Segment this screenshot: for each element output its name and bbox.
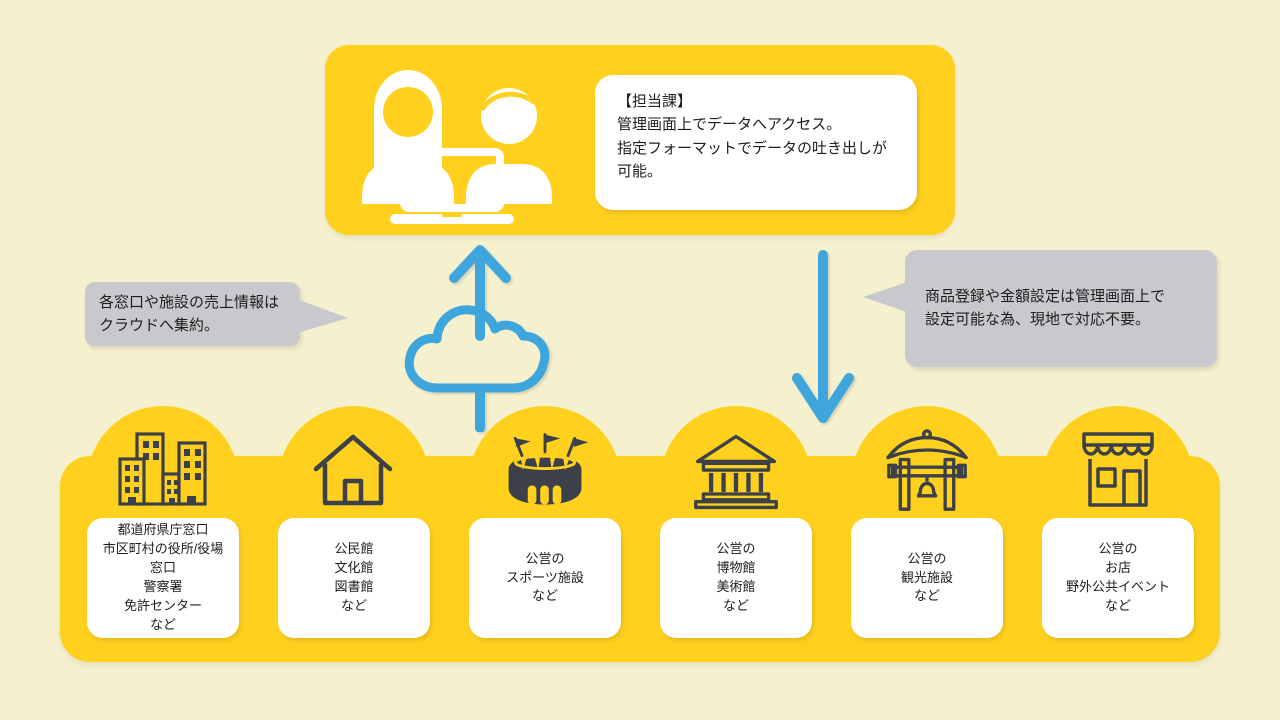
facility-card: 公営の 博物館 美術館 など <box>660 518 812 638</box>
card-line: 公営の <box>907 550 947 566</box>
note-line: 各窓口や施設の売上情報は <box>99 294 280 311</box>
bubble-line: 管理画面上でデータへアクセス。 <box>617 116 842 134</box>
facility-card: 公民館 文化館 図書館 など <box>278 518 430 638</box>
upload-note: 各窓口や施設の売上情報は クラウドへ集約。 <box>85 282 300 346</box>
card-line: 窓口 <box>149 560 176 576</box>
card-line: 免許センター <box>123 597 202 613</box>
shrine-gate-icon <box>886 429 968 511</box>
cloud-upload-icon <box>404 245 550 432</box>
bubble-line: 可能。 <box>617 162 663 180</box>
card-line: など <box>340 597 367 613</box>
card-line: お店 <box>1104 560 1131 576</box>
facility-card: 公営の 観光施設 など <box>851 518 1003 638</box>
card-line: 公営の <box>525 550 565 566</box>
header-speech-bubble: 【担当課】 管理画面上でデータへアクセス。 指定フォーマットでデータの吐き出しが… <box>595 75 917 210</box>
down-arrow-icon <box>792 250 854 423</box>
card-line: 市区町村の役所/役場 <box>102 541 224 557</box>
card-line: など <box>149 616 176 632</box>
card-line: 野外公共イベント <box>1065 579 1170 594</box>
settings-note-tail <box>863 282 907 312</box>
card-line: 観光施設 <box>900 569 953 585</box>
settings-note: 商品登録や金額設定は管理画面上で 設定可能な為、現地で対応不要。 <box>905 250 1217 367</box>
bubble-line: 指定フォーマットでデータの吐き出しが <box>617 139 888 157</box>
card-line: 博物館 <box>716 560 756 576</box>
staff-with-laptop-graphic <box>362 70 552 224</box>
card-line: 公民館 <box>334 541 374 557</box>
museum-icon <box>694 434 778 510</box>
card-line: 図書館 <box>334 579 374 594</box>
facility-card: 公営の スポーツ施設 など <box>469 518 621 638</box>
card-line: 警察署 <box>143 579 183 594</box>
card-line: 美術館 <box>716 579 756 594</box>
upload-note-tail <box>294 298 348 334</box>
facility-card: 都道府県庁窓口 市区町村の役所/役場 窓口 警察署 免許センター など <box>87 518 239 638</box>
storefront-icon <box>1082 432 1154 507</box>
card-line: 文化館 <box>334 560 374 576</box>
card-line: 都道府県庁窓口 <box>117 522 209 538</box>
laptop-icon <box>390 148 514 224</box>
note-line: クラウドへ集約。 <box>99 316 220 334</box>
man-user-icon <box>466 88 552 204</box>
card-line: 公営の <box>716 541 756 557</box>
note-line: 商品登録や金額設定は管理画面上で <box>925 288 1166 305</box>
card-line: など <box>722 597 749 613</box>
card-line: など <box>531 588 558 604</box>
facilities-band <box>60 456 1220 662</box>
card-line: 公営の <box>1098 541 1138 557</box>
stadium-icon <box>508 433 589 505</box>
house-icon <box>313 434 393 506</box>
card-line: など <box>913 588 940 604</box>
city-buildings-icon <box>118 432 207 506</box>
card-line: など <box>1104 597 1131 613</box>
note-line: 設定可能な為、現地で対応不要。 <box>925 310 1151 328</box>
facility-card: 公営の お店 野外公共イベント など <box>1042 518 1194 638</box>
card-line: スポーツ施設 <box>506 569 584 585</box>
bubble-title: 【担当課】 <box>617 93 693 110</box>
